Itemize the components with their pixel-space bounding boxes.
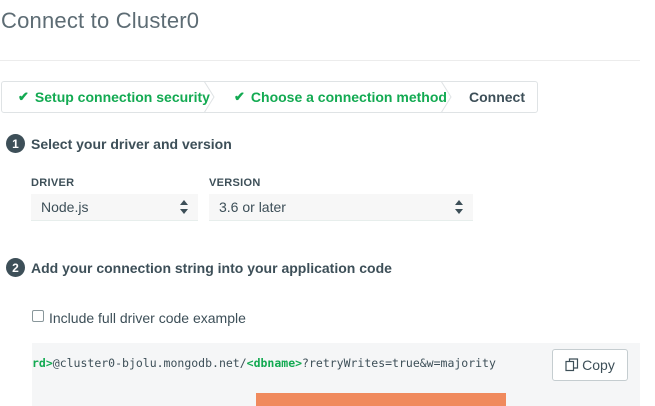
select-arrows-icon xyxy=(455,200,463,214)
step-number-badge: 1 xyxy=(6,134,25,153)
code-text: @cluster0-bjolu.mongodb.net/ xyxy=(52,356,247,370)
orange-banner xyxy=(256,393,506,406)
copy-button[interactable]: Copy xyxy=(552,349,628,381)
checkmark-icon: ✔ xyxy=(18,89,29,104)
step-number-badge: 2 xyxy=(6,258,25,277)
code-highlight: rd> xyxy=(32,356,53,370)
version-select-value: 3.6 or later xyxy=(219,199,286,215)
section-heading-connection-string: Add your connection string into your app… xyxy=(31,260,392,276)
chevron-right-icon xyxy=(440,81,452,113)
page-title: Connect to Cluster0 xyxy=(1,8,200,33)
code-text: ?retryWrites=true&w=majority xyxy=(302,356,496,370)
connection-wizard-breadcrumb: ✔ Setup connection security ✔ Choose a c… xyxy=(1,81,538,113)
wizard-step-security[interactable]: ✔ Setup connection security xyxy=(2,81,215,113)
copy-button-label: Copy xyxy=(582,357,615,373)
section-heading-driver: Select your driver and version xyxy=(31,136,232,152)
driver-label: DRIVER xyxy=(31,177,75,189)
wizard-step-label: Setup connection security xyxy=(34,89,210,105)
wizard-step-label: Choose a connection method xyxy=(250,89,447,105)
code-highlight-dbname: <dbname> xyxy=(246,356,303,370)
include-example-row: Include full driver code example xyxy=(32,310,246,326)
connection-string[interactable]: rd>@cluster0-bjolu.mongodb.net/<dbname>?… xyxy=(32,356,510,370)
chevron-right-icon xyxy=(203,81,215,113)
include-example-label: Include full driver code example xyxy=(49,310,246,326)
title-divider xyxy=(0,60,640,61)
driver-select-value: Node.js xyxy=(41,199,89,215)
include-example-checkbox[interactable] xyxy=(32,310,44,322)
wizard-step-label: Connect xyxy=(469,89,525,105)
connection-string-panel: rd>@cluster0-bjolu.mongodb.net/<dbname>?… xyxy=(32,343,640,406)
checkmark-icon: ✔ xyxy=(234,89,245,104)
copy-icon xyxy=(565,358,579,372)
version-label: VERSION xyxy=(209,177,261,189)
driver-select[interactable]: Node.js xyxy=(31,194,198,221)
select-arrows-icon xyxy=(180,200,188,214)
version-select[interactable]: 3.6 or later xyxy=(209,194,473,221)
wizard-step-connect[interactable]: Connect xyxy=(451,82,537,112)
wizard-step-method[interactable]: ✔ Choose a connection method xyxy=(214,81,452,113)
